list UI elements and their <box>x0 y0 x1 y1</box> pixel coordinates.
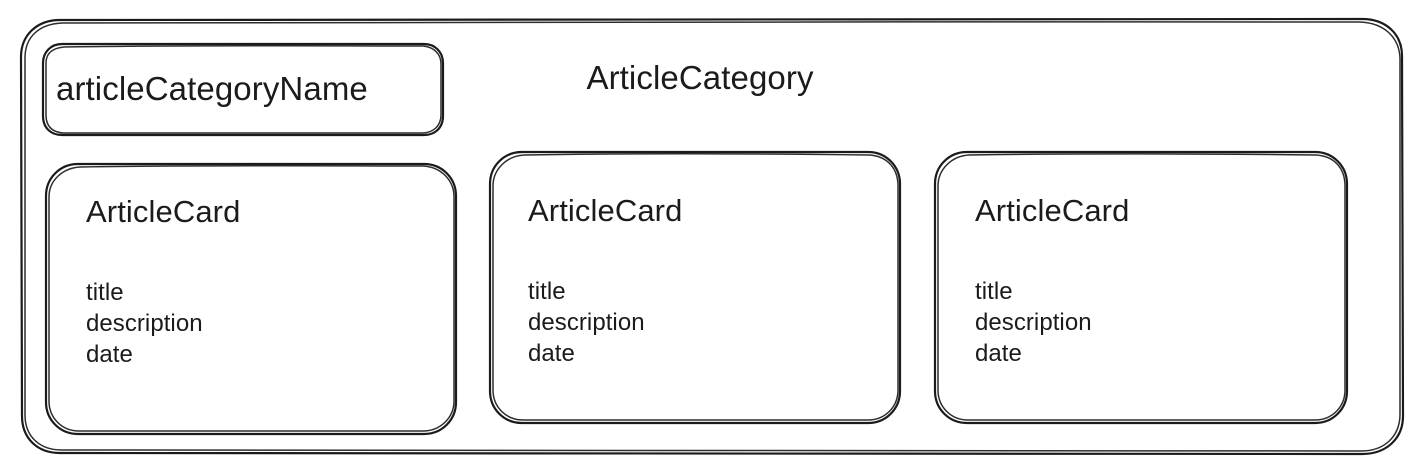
card-field-date: date <box>86 341 133 368</box>
prop-box-label: articleCategoryName <box>56 70 368 107</box>
card-field-list: title description date <box>86 277 203 370</box>
card-field-description: description <box>86 310 203 337</box>
container-title: ArticleCategory <box>586 59 814 96</box>
card-field-date: date <box>975 340 1022 367</box>
card-title: ArticleCard <box>975 193 1130 228</box>
card-field-date: date <box>528 340 575 367</box>
card-field-list: title description date <box>975 276 1092 369</box>
card-field-description: description <box>528 309 645 336</box>
card-title: ArticleCard <box>86 194 241 229</box>
card-field-list: title description date <box>528 276 645 369</box>
card-field-title: title <box>86 279 124 306</box>
card-field-title: title <box>975 278 1013 305</box>
card-field-description: description <box>975 309 1092 336</box>
card-title: ArticleCard <box>528 193 683 228</box>
card-field-title: title <box>528 278 566 305</box>
